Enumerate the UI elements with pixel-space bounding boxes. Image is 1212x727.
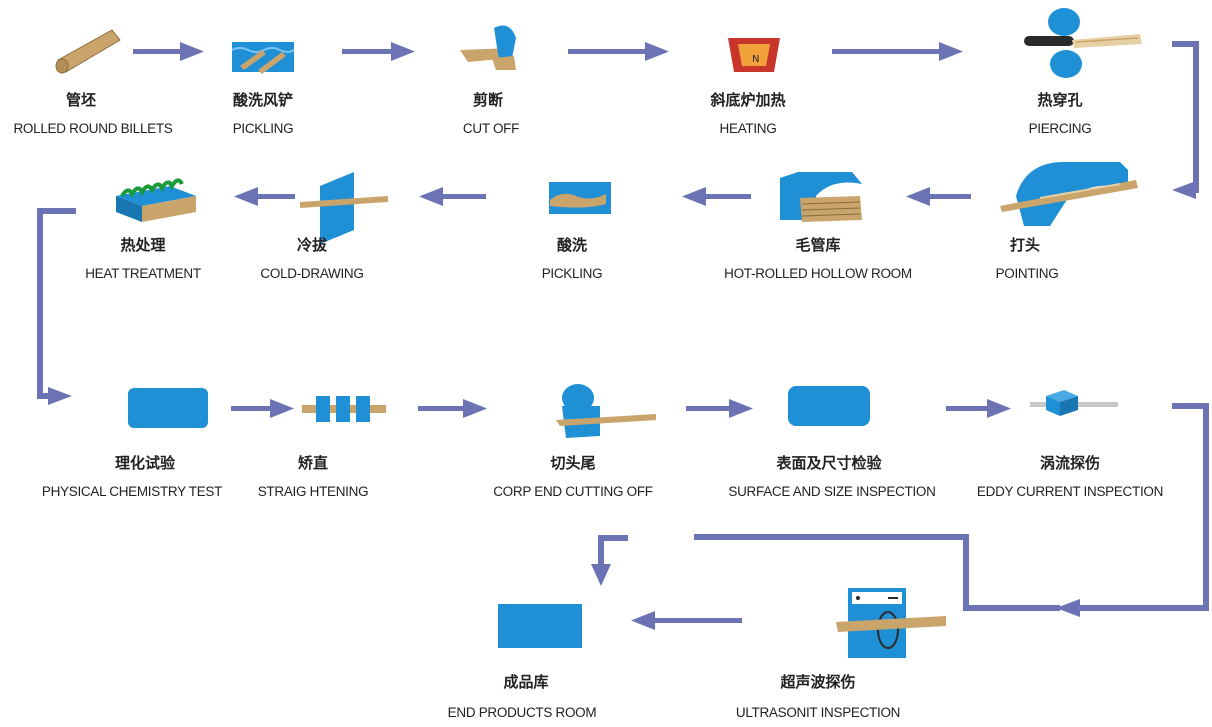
svg-text:ULTRASONIT INSPECTION: ULTRASONIT INSPECTION bbox=[736, 705, 900, 720]
connector-line bbox=[694, 534, 1060, 611]
billet-icon bbox=[55, 29, 121, 74]
step-pickling-2: 酸洗 PICKLING bbox=[542, 236, 603, 281]
svg-text:切头尾: 切头尾 bbox=[550, 454, 595, 472]
step-surface-inspection: 表面及尺寸检验 SURFACE AND SIZE INSPECTION bbox=[728, 454, 936, 499]
step-billets: 管坯 ROLLED ROUND BILLETS bbox=[13, 91, 173, 136]
arrow-right bbox=[686, 399, 753, 418]
svg-text:毛管库: 毛管库 bbox=[795, 236, 840, 254]
step-eddy-current: 涡流探伤 EDDY CURRENT INSPECTION bbox=[977, 454, 1163, 499]
svg-text:涡流探伤: 涡流探伤 bbox=[1040, 454, 1100, 472]
svg-text:COLD-DRAWING: COLD-DRAWING bbox=[260, 266, 363, 281]
svg-text:理化试验: 理化试验 bbox=[115, 454, 176, 472]
piercing-mill-icon bbox=[1024, 8, 1142, 78]
connector-line bbox=[1172, 41, 1199, 193]
svg-text:矫直: 矫直 bbox=[298, 454, 328, 472]
arrow-right bbox=[133, 42, 204, 61]
svg-text:ROLLED ROUND BILLETS: ROLLED ROUND BILLETS bbox=[13, 121, 172, 136]
pickling-tank-icon bbox=[549, 182, 611, 214]
svg-text:管坯: 管坯 bbox=[66, 91, 96, 109]
pickling-tank-icon bbox=[231, 42, 295, 74]
step-pointing: 打头 POINTING bbox=[996, 236, 1059, 281]
svg-text:SURFACE AND SIZE INSPECTION: SURFACE AND SIZE INSPECTION bbox=[728, 484, 935, 499]
arrow-right bbox=[231, 399, 294, 418]
cold-drawing-die-icon bbox=[300, 172, 388, 244]
step-straightening: 矫直 STRAIG HTENING bbox=[258, 454, 369, 499]
heat-treatment-furnace-icon bbox=[116, 178, 196, 222]
step-chemistry-test: 理化试验 PHYSICAL CHEMISTRY TEST bbox=[42, 454, 223, 499]
arrow-down bbox=[591, 564, 611, 586]
arrow-right bbox=[946, 399, 1011, 418]
svg-text:斜底炉加热: 斜底炉加热 bbox=[709, 91, 785, 109]
arrow-right bbox=[342, 42, 415, 61]
ultrasonic-tester-icon bbox=[836, 588, 946, 658]
products-room-icon bbox=[498, 604, 582, 648]
svg-text:CORP END CUTTING OFF: CORP END CUTTING OFF bbox=[493, 484, 653, 499]
svg-text:HEATING: HEATING bbox=[720, 121, 777, 136]
svg-text:PIERCING: PIERCING bbox=[1029, 121, 1092, 136]
svg-text:HEAT TREATMENT: HEAT TREATMENT bbox=[85, 266, 201, 281]
arrow-right bbox=[832, 42, 963, 61]
svg-text:POINTING: POINTING bbox=[996, 266, 1059, 281]
step-end-products: 成品库 END PRODUCTS ROOM bbox=[448, 673, 597, 720]
step-piercing: 热穿孔 PIERCING bbox=[1029, 91, 1092, 136]
step-heating: 斜底炉加热 HEATING bbox=[709, 91, 785, 136]
arrow-right bbox=[418, 399, 487, 418]
connector-line bbox=[598, 535, 628, 566]
furnace-icon: N bbox=[728, 38, 780, 72]
svg-text:HOT-ROLLED HOLLOW ROOM: HOT-ROLLED HOLLOW ROOM bbox=[724, 266, 912, 281]
svg-text:EDDY CURRENT INSPECTION: EDDY CURRENT INSPECTION bbox=[977, 484, 1163, 499]
arrow-right bbox=[48, 387, 72, 405]
svg-text:热处理: 热处理 bbox=[120, 236, 165, 254]
svg-text:成品库: 成品库 bbox=[503, 673, 548, 691]
step-cut-off: 剪断 CUT OFF bbox=[463, 91, 519, 136]
arrow-left bbox=[906, 187, 971, 206]
svg-text:酸洗: 酸洗 bbox=[557, 236, 587, 254]
svg-text:表面及尺寸检验: 表面及尺寸检验 bbox=[776, 454, 882, 472]
step-heat-treatment: 热处理 HEAT TREATMENT bbox=[85, 236, 201, 281]
svg-text:打头: 打头 bbox=[1010, 236, 1040, 254]
svg-text:PICKLING: PICKLING bbox=[542, 266, 603, 281]
inspection-block-icon bbox=[788, 386, 870, 426]
svg-text:END PRODUCTS ROOM: END PRODUCTS ROOM bbox=[448, 705, 597, 720]
svg-text:酸洗风铲: 酸洗风铲 bbox=[233, 91, 293, 109]
cutter-icon bbox=[556, 384, 656, 438]
svg-text:N: N bbox=[752, 54, 759, 65]
step-hollow-room: 毛管库 HOT-ROLLED HOLLOW ROOM bbox=[724, 236, 912, 281]
connector-line bbox=[37, 208, 76, 399]
hollow-storage-icon bbox=[780, 172, 862, 222]
svg-text:热穿孔: 热穿孔 bbox=[1037, 91, 1082, 109]
step-cold-drawing: 冷拔 COLD-DRAWING bbox=[260, 236, 363, 281]
shear-icon bbox=[460, 25, 516, 70]
svg-text:冷拔: 冷拔 bbox=[297, 236, 328, 254]
arrow-left bbox=[234, 187, 295, 206]
svg-text:剪断: 剪断 bbox=[473, 91, 503, 109]
connector-line bbox=[1080, 403, 1209, 611]
pointing-machine-icon bbox=[1000, 162, 1138, 226]
step-pickling-1: 酸洗风铲 PICKLING bbox=[233, 91, 294, 136]
svg-text:CUT OFF: CUT OFF bbox=[463, 121, 519, 136]
svg-text:超声波探伤: 超声波探伤 bbox=[779, 673, 855, 691]
arrow-left bbox=[631, 611, 742, 630]
arrow-left bbox=[419, 187, 486, 206]
arrow-left bbox=[1056, 599, 1080, 617]
arrow-left bbox=[1172, 181, 1196, 199]
arrow-right bbox=[568, 42, 669, 61]
svg-text:PHYSICAL CHEMISTRY TEST: PHYSICAL CHEMISTRY TEST bbox=[42, 484, 222, 499]
step-end-cutting: 切头尾 CORP END CUTTING OFF bbox=[493, 454, 653, 499]
svg-text:STRAIG HTENING: STRAIG HTENING bbox=[258, 484, 369, 499]
svg-text:PICKLING: PICKLING bbox=[233, 121, 294, 136]
eddy-current-probe-icon bbox=[1030, 390, 1118, 416]
arrow-left bbox=[682, 187, 751, 206]
step-ultrasonic: 超声波探伤 ULTRASONIT INSPECTION bbox=[736, 673, 901, 720]
test-block-icon bbox=[128, 388, 208, 428]
straightener-icon bbox=[302, 396, 386, 422]
